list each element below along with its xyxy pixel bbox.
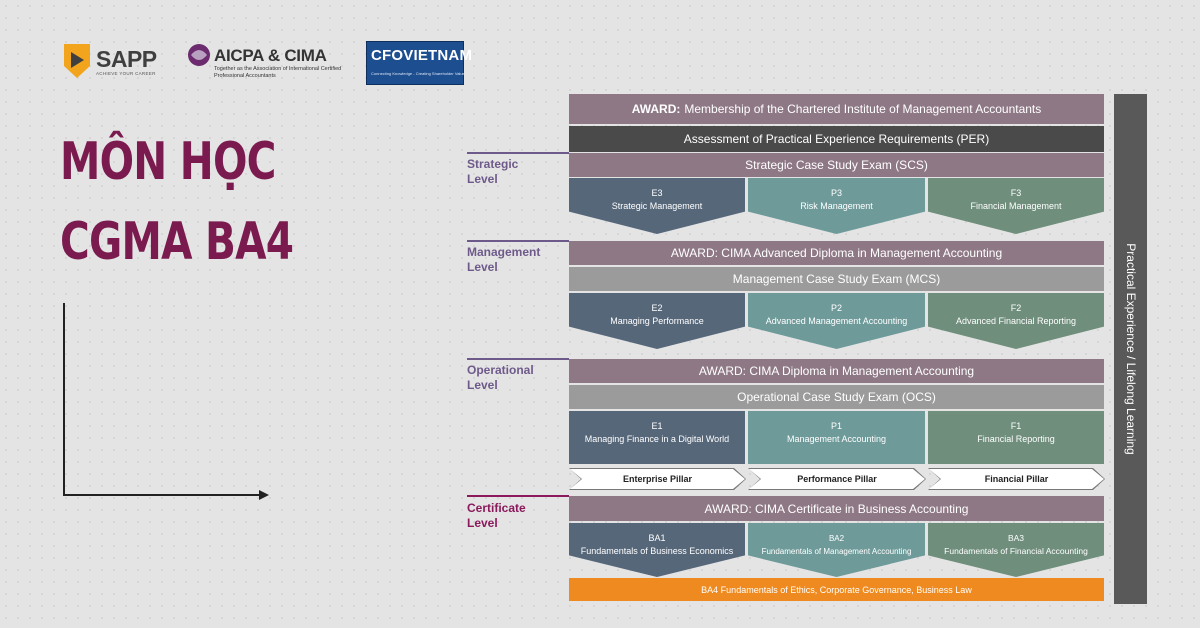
subject-name: Financial Management [970,201,1062,211]
aicpa-logo-subtitle: Together as the Association of Internati… [214,66,342,79]
subject-code: BA3 [1007,533,1025,543]
management-exam-bar: Management Case Study Exam (MCS) [569,267,1104,291]
subject-code: P1 [830,421,842,431]
subject-code: F3 [1010,188,1022,198]
certificate-level-line [467,495,569,497]
subject-name: Managing Finance in a Digital World [584,434,730,444]
subject-code: F2 [1010,303,1022,313]
award-prefix: AWARD: [631,102,681,116]
ba4-bar: BA4 Fundamentals of Ethics, Corporate Go… [569,578,1104,601]
subject-name: Managing Performance [610,316,704,326]
subject-code: BA2 [828,534,845,543]
strategic-exam-bar: Strategic Case Study Exam (SCS) [569,153,1104,177]
management-level-line [467,240,569,242]
subject-code: P2 [830,303,842,313]
enterprise-pillar: Enterprise Pillar [570,469,745,489]
sapp-shield-icon [64,44,90,78]
cfo-vietnam-logo: CFOVIETNAM Connecting Knowledge - Creati… [366,41,472,85]
lifelong-learning-label: Practical Experience / Lifelong Learning [1123,243,1138,455]
subject-name: Risk Management [800,201,873,211]
certificate-award-bar: AWARD: CIMA Certificate in Business Acco… [569,496,1104,521]
axis-vertical-line [63,303,65,496]
page-title-line2: CGMA BA4 [60,212,294,272]
aicpa-logo-name: AICPA & CIMA [214,46,327,65]
cfo-logo-tagline: Connecting Knowledge - Creating Sharehol… [371,71,465,76]
sapp-logo-name: SAPP [96,46,157,72]
operational-exam-bar: Operational Case Study Exam (OCS) [569,385,1104,409]
certificate-level-label: Certificate Level [467,501,526,530]
operational-award-bar: AWARD: CIMA Diploma in Management Accoun… [569,359,1104,383]
cfo-logo-name: CFOVIETNAM [371,47,473,64]
aicpa-cima-logo: AICPA & CIMA Together as the Association… [186,40,341,84]
subject-e1: E1 Managing Finance in a Digital World [569,411,745,464]
subject-code: E2 [651,303,663,313]
strategic-level-label: Strategic Level [467,157,519,186]
subject-name: Fundamentals of Financial Accounting [944,546,1088,556]
sapp-logo-tagline: ACHIEVE YOUR CAREER [96,71,156,76]
subject-name: Financial Reporting [977,434,1055,444]
financial-pillar: Financial Pillar [929,469,1104,489]
subject-p1: P1 Management Accounting [748,411,925,464]
strategic-award-bar: AWARD: Membership of the Chartered Insti… [569,94,1104,124]
subject-f1: F1 Financial Reporting [928,411,1104,464]
subject-code: E3 [651,188,663,198]
operational-level-label: Operational Level [467,363,534,392]
strategic-level-line [467,152,569,154]
strategic-award-text: Membership of the Chartered Institute of… [684,102,1042,116]
axis-horizontal-line [63,494,261,496]
subject-code: E1 [651,421,663,431]
subject-code: F1 [1010,421,1022,431]
performance-pillar: Performance Pillar [749,469,925,489]
axis-arrow-icon [259,490,269,500]
subject-name: Fundamentals of Management Accounting [761,547,912,556]
subject-name: Strategic Management [611,201,703,211]
lifelong-learning-sidebar: Practical Experience / Lifelong Learning [1114,94,1147,604]
subject-name: Fundamentals of Business Economics [580,546,734,556]
per-bar: Assessment of Practical Experience Requi… [569,126,1104,152]
subject-code: P3 [830,188,842,198]
page-title-line1: MÔN HỌC [60,132,276,192]
sapp-logo: SAPP ACHIEVE YOUR CAREER [60,40,160,84]
management-level-label: Management Level [467,245,541,274]
subject-name: Advanced Management Accounting [765,316,908,326]
subject-name: Management Accounting [786,434,887,444]
aicpa-globe-icon [188,44,210,66]
management-award-bar: AWARD: CIMA Advanced Diploma in Manageme… [569,241,1104,265]
subject-name: Advanced Financial Reporting [955,316,1077,326]
subject-code: BA1 [648,533,666,543]
operational-level-line [467,358,569,360]
